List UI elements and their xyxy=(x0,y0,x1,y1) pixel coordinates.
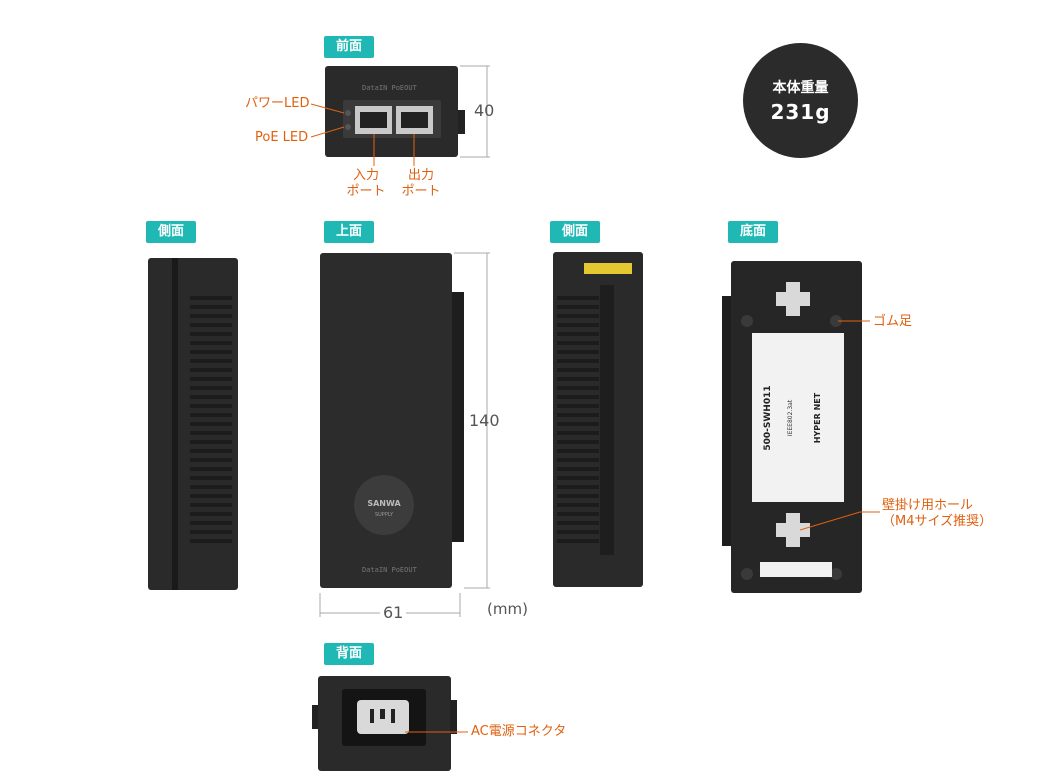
rib xyxy=(557,485,599,489)
rib xyxy=(557,521,599,525)
rib xyxy=(190,422,232,426)
rib xyxy=(190,485,232,489)
brand-logo: SANWA xyxy=(367,499,401,508)
rib xyxy=(190,521,232,525)
rib xyxy=(190,539,232,543)
dimension-unit: (mm) xyxy=(487,600,528,618)
rib xyxy=(557,314,599,318)
rib xyxy=(557,530,599,534)
tag-side-left: 側面 xyxy=(146,221,196,243)
tag-top: 上面 xyxy=(324,221,374,243)
annotation-power-led: パワーLED xyxy=(245,96,310,111)
annotation-poe-led: PoE LED xyxy=(255,130,309,145)
weight-value: 231g xyxy=(770,100,831,124)
tag-bottom: 底面 xyxy=(728,221,778,243)
bottom-view: 500-SWH011 IEEE802.3at HYPER NET xyxy=(722,261,862,593)
annotation-input-port: 入力 ポート xyxy=(346,168,386,200)
dimension-length: 140 xyxy=(469,411,500,430)
rib xyxy=(557,467,599,471)
label-logo: HYPER NET xyxy=(813,392,822,443)
annotation-wall-hole: 壁掛け用ホール （M4サイズ推奨） xyxy=(882,498,992,530)
rib xyxy=(190,404,232,408)
front-view: DataIN PoEOUT xyxy=(325,66,465,157)
label-model: 500-SWH011 xyxy=(763,385,773,450)
rib xyxy=(190,431,232,435)
side-left-view xyxy=(148,258,238,590)
rib xyxy=(557,368,599,372)
rib xyxy=(557,539,599,543)
rib xyxy=(190,386,232,390)
rib xyxy=(190,494,232,498)
dimension-height: 40 xyxy=(474,101,495,120)
rib xyxy=(557,476,599,480)
dimension-width: 61 xyxy=(380,603,407,622)
rib xyxy=(190,530,232,534)
rib xyxy=(557,359,599,363)
rib xyxy=(190,440,232,444)
output-port-line2: ポート xyxy=(401,184,441,199)
rib xyxy=(190,350,232,354)
tag-side-right: 側面 xyxy=(550,221,600,243)
wall-hole-line2: （M4サイズ推奨） xyxy=(882,514,993,529)
annotation-output-port: 出力 ポート xyxy=(401,168,441,200)
rib xyxy=(557,377,599,381)
rib xyxy=(557,413,599,417)
rib xyxy=(557,422,599,426)
rib xyxy=(557,503,599,507)
rib xyxy=(190,458,232,462)
top-view: SANWA SUPPLY DataIN PoEOUT xyxy=(320,253,464,588)
rib xyxy=(190,503,232,507)
rib xyxy=(190,305,232,309)
back-view xyxy=(312,676,457,771)
rib xyxy=(557,431,599,435)
rib xyxy=(557,458,599,462)
rib xyxy=(557,323,599,327)
rib xyxy=(557,296,599,300)
rib xyxy=(190,377,232,381)
tag-front: 前面 xyxy=(324,36,374,58)
tag-back: 背面 xyxy=(324,643,374,665)
rib xyxy=(190,368,232,372)
rib xyxy=(190,467,232,471)
top-port-label: DataIN PoEOUT xyxy=(362,566,418,574)
rib xyxy=(190,314,232,318)
output-port-line1: 出力 xyxy=(407,168,434,183)
rib xyxy=(557,395,599,399)
rib xyxy=(557,305,599,309)
rib xyxy=(190,341,232,345)
front-port-label: DataIN PoEOUT xyxy=(362,84,418,92)
rib xyxy=(190,476,232,480)
brand-sub: SUPPLY xyxy=(375,512,394,518)
rib xyxy=(190,512,232,516)
rib xyxy=(557,449,599,453)
rib xyxy=(557,494,599,498)
rib xyxy=(557,341,599,345)
weight-badge: 本体重量 231g xyxy=(743,43,858,158)
weight-label: 本体重量 xyxy=(772,80,829,96)
rib xyxy=(557,440,599,444)
rib xyxy=(190,296,232,300)
rib xyxy=(190,323,232,327)
input-port-line2: ポート xyxy=(346,184,386,199)
rib xyxy=(190,332,232,336)
rib xyxy=(557,332,599,336)
rib xyxy=(190,449,232,453)
rib xyxy=(557,404,599,408)
wall-hole-line1: 壁掛け用ホール xyxy=(882,498,974,513)
rib xyxy=(190,395,232,399)
rib xyxy=(557,386,599,390)
rib xyxy=(557,350,599,354)
annotation-rubber-feet: ゴム足 xyxy=(873,314,913,329)
side-right-view xyxy=(553,252,643,587)
rib xyxy=(190,413,232,417)
input-port-line1: 入力 xyxy=(352,168,379,183)
annotation-ac-connector: AC電源コネクタ xyxy=(471,724,567,739)
label-standard: IEEE802.3at xyxy=(787,399,794,436)
rib xyxy=(190,359,232,363)
rib xyxy=(557,512,599,516)
